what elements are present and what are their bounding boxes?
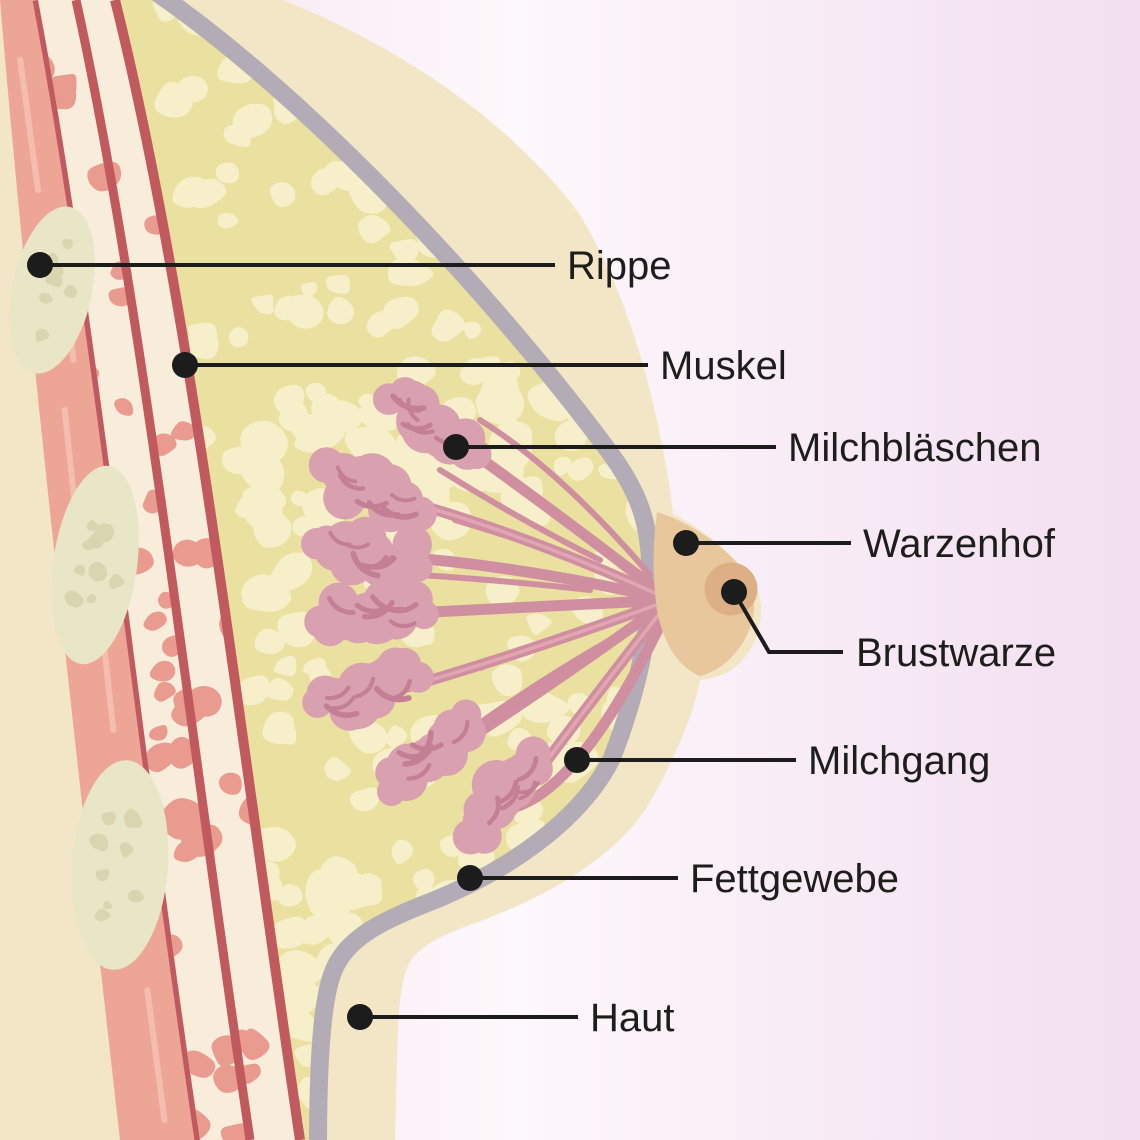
marker-dot <box>172 352 198 378</box>
label-muskel: Muskel <box>172 344 787 388</box>
label-text: Brustwarze <box>856 631 1056 675</box>
chest-wall <box>0 0 305 1140</box>
rib-2 <box>51 465 139 665</box>
muscle-septum-line-center <box>71 0 255 1140</box>
label-brustwarze: Brustwarze <box>721 579 1056 675</box>
label-text: Milchgang <box>808 739 990 783</box>
marker-dot <box>27 252 53 278</box>
marker-dot <box>347 1004 373 1030</box>
leader-line <box>732 590 843 654</box>
marker-dot <box>721 579 747 605</box>
alveoli-cluster <box>452 736 553 855</box>
alveoli-cluster <box>308 447 437 533</box>
ribs <box>9 206 169 970</box>
labels: Rippe Muskel Milchbläschen Warzenhof Bru… <box>27 244 1056 1040</box>
label-text: Warzenhof <box>863 522 1056 566</box>
label-text: Milchbläschen <box>788 426 1041 470</box>
marker-dot <box>443 434 469 460</box>
label-text: Fettgewebe <box>690 857 899 901</box>
label-warzenhof: Warzenhof <box>673 522 1056 566</box>
marker-dot <box>564 747 590 773</box>
label-haut: Haut <box>347 996 675 1040</box>
label-text: Haut <box>590 996 675 1040</box>
label-milchblaeschen: Milchbläschen <box>443 426 1041 470</box>
alveoli-cluster <box>302 647 434 731</box>
alveoli-cluster <box>304 579 439 647</box>
label-text: Muskel <box>660 344 787 388</box>
marker-dot <box>673 530 699 556</box>
marker-dot <box>457 865 483 891</box>
label-milchgang: Milchgang <box>564 739 990 783</box>
rib-3 <box>71 760 169 970</box>
alveoli-cluster <box>375 699 486 806</box>
label-rippe: Rippe <box>27 244 672 288</box>
alveoli-clusters <box>301 377 553 855</box>
label-fettgewebe: Fettgewebe <box>457 857 899 901</box>
label-text: Rippe <box>567 244 672 288</box>
alveoli-cluster <box>301 516 433 590</box>
muscle-septum-line-right <box>110 0 305 1140</box>
